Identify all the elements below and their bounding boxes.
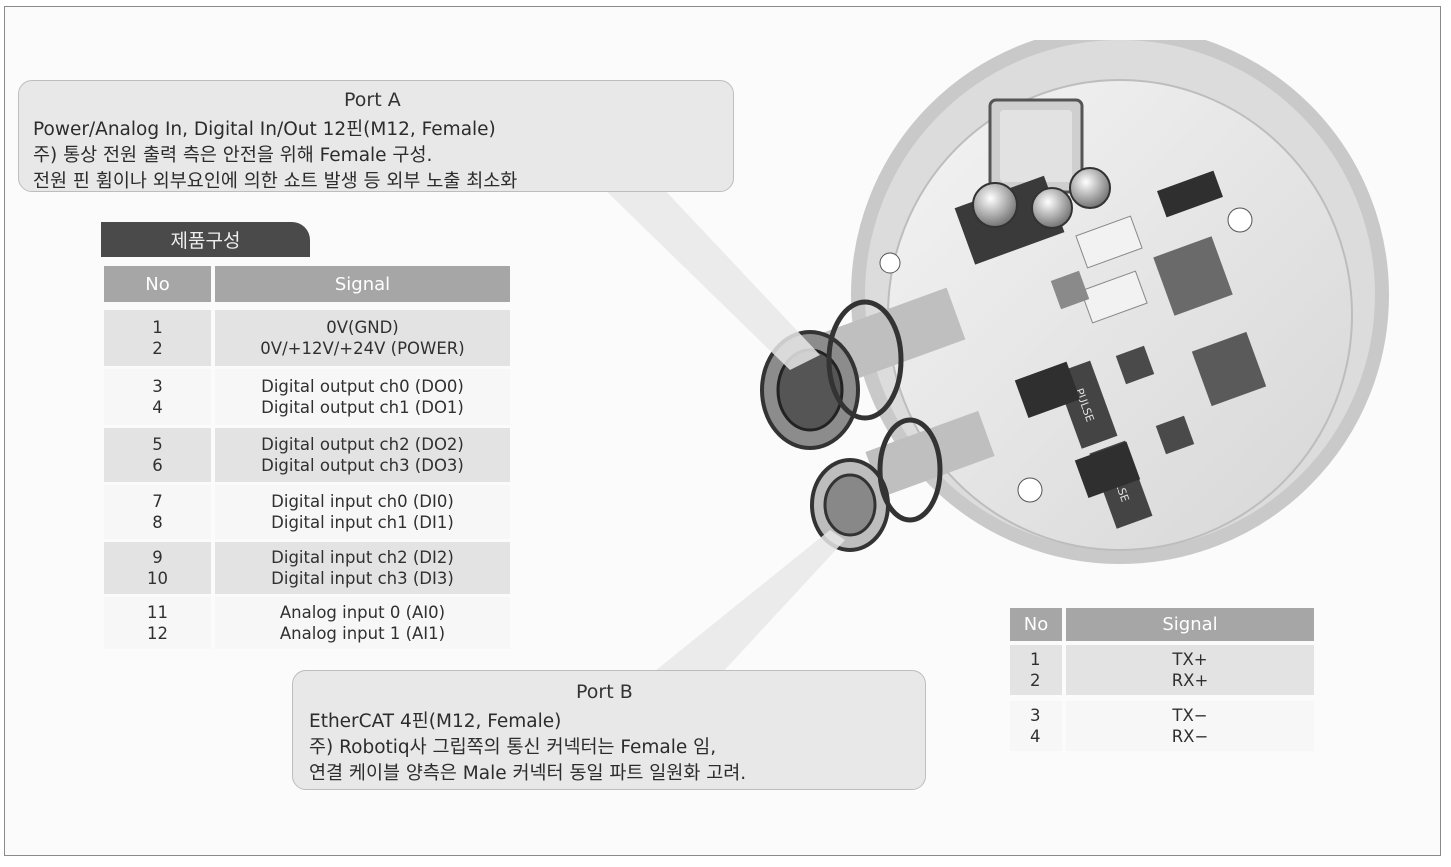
signal-value: RX−: [1171, 727, 1209, 746]
port-a-line3: 전원 핀 휨이나 외부요인에 의한 쇼트 발생 등 외부 노출 최소화: [33, 171, 518, 192]
signal-value: 0V/+12V/+24V (POWER): [260, 339, 465, 358]
port-a-callout: Port A Power/Analog In, Digital In/Out 1…: [18, 80, 734, 192]
no-value: 9: [152, 548, 163, 567]
no-value: 4: [1030, 727, 1041, 746]
port-a-line1: Power/Analog In, Digital In/Out 12핀(M12,…: [33, 119, 496, 140]
port-a-title: Port A: [344, 89, 401, 111]
signal-value: Analog input 0 (AI0): [279, 603, 446, 622]
signal-value: Analog input 1 (AI1): [279, 624, 446, 643]
signal-value: Digital output ch0 (DO0): [261, 377, 464, 396]
port-b-line1: EtherCAT 4핀(M12, Female): [309, 711, 562, 732]
table-a-signal: Digital output ch2 (DO2) Digital output c…: [215, 428, 510, 482]
table-b-header-no: No: [1010, 608, 1062, 641]
no-value: 12: [147, 624, 168, 643]
product-composition-badge: 제품구성: [101, 222, 310, 257]
table-a-signal: Digital input ch2 (DI2) Digital input ch3…: [215, 542, 510, 594]
no-value: 8: [152, 513, 163, 532]
signal-value: Digital input ch2 (DI2): [271, 548, 454, 567]
capacitor: [1031, 187, 1073, 229]
signal-value: 0V(GND): [326, 318, 399, 337]
table-a-signal: Digital output ch0 (DO0) Digital output c…: [215, 369, 510, 425]
no-value: 3: [1030, 706, 1041, 725]
port-b-line2: 주) Robotiq사 그립쪽의 통신 커넥터는 Female 임,: [309, 737, 717, 758]
signal-value: Digital input ch3 (DI3): [271, 569, 454, 588]
table-b-signal: TX− RX−: [1066, 701, 1314, 751]
no-value: 10: [147, 569, 168, 588]
port-b-connector: [810, 410, 995, 552]
port-b-line3: 연결 케이블 양측은 Male 커넥터 동일 파트 일원화 고려.: [309, 763, 747, 784]
no-value: 6: [152, 456, 163, 475]
signal-value: Digital output ch1 (DO1): [261, 398, 464, 417]
no-value: 2: [1030, 671, 1041, 690]
no-value: 5: [152, 435, 163, 454]
ic-chip: [1191, 331, 1267, 407]
no-value: 2: [152, 339, 163, 358]
signal-value: Digital input ch0 (DI0): [271, 492, 454, 511]
no-value: 4: [152, 398, 163, 417]
capacitor: [1069, 167, 1111, 209]
table-a-signal: Digital input ch0 (DI0) Digital input ch1…: [215, 485, 510, 539]
signal-value: TX−: [1172, 706, 1208, 725]
table-b-header-signal: Signal: [1066, 608, 1314, 641]
signal-value: Digital output ch2 (DO2): [261, 435, 464, 454]
table-a-signal: 0V(GND) 0V/+12V/+24V (POWER): [215, 310, 510, 366]
no-value: 1: [1030, 650, 1041, 669]
port-a-line2: 주) 통상 전원 출력 측은 안전을 위해 Female 구성.: [33, 145, 433, 166]
signal-value: RX+: [1171, 671, 1209, 690]
signal-value: TX+: [1172, 650, 1208, 669]
capacitor: [972, 182, 1018, 228]
no-value: 7: [152, 492, 163, 511]
table-a-signal: Analog input 0 (AI0) Analog input 1 (AI1): [215, 597, 510, 649]
ic-chip: [1153, 236, 1233, 316]
no-value: 3: [152, 377, 163, 396]
port-b-title: Port B: [576, 681, 633, 703]
signal-value: Digital output ch3 (DO3): [261, 456, 464, 475]
no-value: 1: [152, 318, 163, 337]
table-b-signal: TX+ RX+: [1066, 645, 1314, 695]
pcb-board-illustration: PULSE PULSE: [760, 40, 1389, 564]
signal-value: Digital input ch1 (DI1): [271, 513, 454, 532]
port-b-callout: Port B EtherCAT 4핀(M12, Female) 주) Robot…: [292, 670, 926, 790]
table-a-header-no: No: [104, 266, 211, 302]
no-value: 11: [147, 603, 168, 622]
table-a-header-signal: Signal: [215, 266, 510, 302]
